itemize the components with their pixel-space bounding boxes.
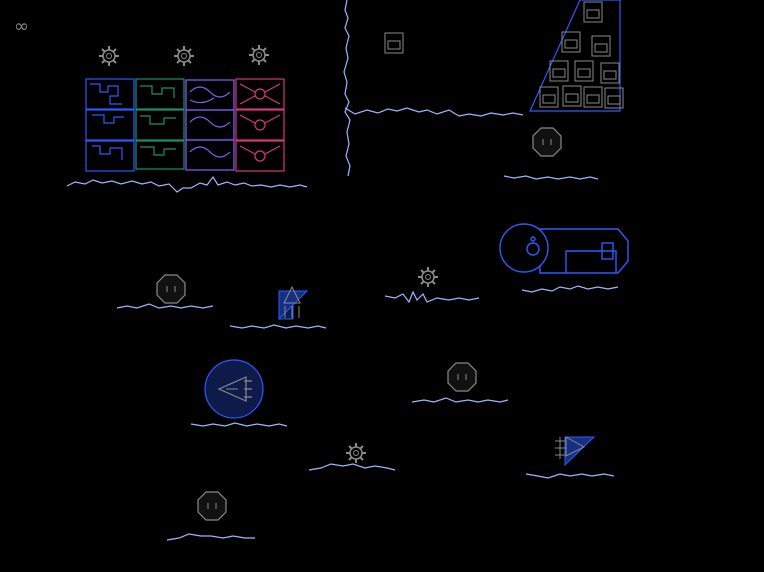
terrain-wall: [343, 0, 351, 177]
gear-icon[interactable]: [417, 266, 439, 288]
hud-counter: ∞: [14, 16, 29, 37]
terrain-upper-left: [66, 175, 308, 193]
terrain-ledge-9: [525, 473, 615, 479]
crate-icon: [384, 32, 404, 54]
gear-icon[interactable]: [345, 442, 367, 464]
brick-column-purple: [185, 79, 235, 171]
terrain: [66, 0, 619, 541]
terrain-ledge-8: [308, 463, 396, 471]
gear-icon[interactable]: [98, 45, 120, 67]
brick-wall: [85, 78, 285, 172]
terrain-ledge-7: [190, 422, 288, 427]
octagon-face-icon[interactable]: [156, 274, 186, 304]
octagon-face-icon[interactable]: [532, 127, 562, 157]
octagon-face-icon[interactable]: [197, 491, 227, 521]
ramp-structure: [529, 0, 624, 112]
brick-column-blue: [85, 78, 135, 172]
brick-column-magenta: [235, 78, 285, 172]
triangle-ship-icon[interactable]: [555, 436, 596, 467]
capsule-station-icon[interactable]: [499, 223, 629, 274]
brick-column-green: [135, 78, 185, 170]
terrain-ledge-1: [503, 175, 599, 180]
circle-portal-icon[interactable]: [204, 359, 264, 419]
triangle-ship-icon[interactable]: [278, 285, 309, 321]
terrain-ledge-3: [116, 303, 214, 309]
gear-icon[interactable]: [173, 45, 195, 67]
terrain-ledge-2: [521, 285, 619, 293]
terrain-upper-right: [344, 107, 524, 117]
terrain-ledge-5: [384, 290, 480, 304]
octagon-face-icon[interactable]: [447, 362, 477, 392]
terrain-ledge-4: [229, 324, 327, 329]
terrain-ledge-10: [166, 533, 255, 541]
terrain-ledge-6: [411, 397, 509, 403]
gear-icon[interactable]: [248, 44, 270, 66]
